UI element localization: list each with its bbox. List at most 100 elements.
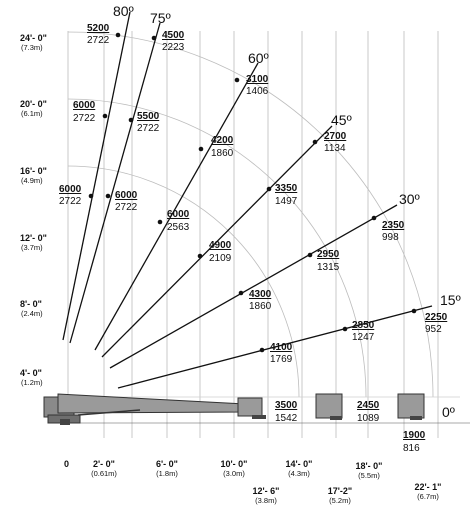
load-radius: 2722 xyxy=(73,113,96,124)
boom-tip-extension-2 xyxy=(397,393,425,419)
load-radius: 1542 xyxy=(275,413,298,424)
load-capacity: 2450 xyxy=(357,400,380,411)
load-point-dot xyxy=(312,139,318,145)
vertical-axis-m-label: (1.2m) xyxy=(21,378,43,387)
horizontal-axis-ft-label: 17'-2" xyxy=(328,486,352,496)
load-point-dot xyxy=(307,252,313,258)
vertical-axis-m-label: (4.9m) xyxy=(21,176,43,185)
load-point-dot xyxy=(342,326,348,332)
radius-arc xyxy=(67,31,434,398)
horizontal-axis-ft-label: 10'- 0" xyxy=(221,459,248,469)
boom-line-60 xyxy=(94,62,259,351)
load-radius: 2722 xyxy=(137,123,160,134)
horizontal-axis-zero-label: 0 xyxy=(64,459,69,469)
horizontal-axis-ft-label: 22'- 1" xyxy=(415,482,442,492)
lift-cylinder xyxy=(77,409,141,416)
boom-line-80 xyxy=(62,11,131,341)
boom-line-75 xyxy=(69,22,161,344)
load-capacity: 5200 xyxy=(87,23,110,34)
angle-label-80: 80º xyxy=(113,3,134,19)
load-point-dot xyxy=(105,193,111,199)
load-radius: 2223 xyxy=(162,42,185,53)
load-radius: 816 xyxy=(403,443,420,454)
horizontal-axis: 0 2'- 0" (0.61m) 6'- 0" (1.8m) 10'- 0" (… xyxy=(64,459,441,505)
crane-foot xyxy=(60,419,70,425)
load-capacity: 1900 xyxy=(403,430,426,441)
load-point-dot xyxy=(128,117,134,123)
load-point-dot xyxy=(151,35,157,41)
load-point-dot xyxy=(411,308,417,314)
vertical-axis-m-label: (7.3m) xyxy=(21,43,43,52)
load-point-dot xyxy=(259,347,265,353)
horizontal-axis-ft-label: 12'- 6" xyxy=(253,486,280,496)
load-point-dot xyxy=(102,113,108,119)
load-capacity: 4100 xyxy=(270,342,293,353)
load-capacity: 2350 xyxy=(382,220,405,231)
boom-angle-labels: 80º 75º 60º 45º 30º 15º 0º xyxy=(113,3,461,420)
load-point-dot xyxy=(115,32,121,38)
horizontal-axis-m-label: (1.8m) xyxy=(156,469,178,478)
crane-vehicle xyxy=(43,393,425,425)
load-radius: 2722 xyxy=(59,196,82,207)
load-capacity: 4300 xyxy=(249,289,272,300)
load-point-dot xyxy=(197,253,203,259)
load-capacity: 3500 xyxy=(275,400,298,411)
load-radius: 1134 xyxy=(324,143,346,154)
load-capacity: 3100 xyxy=(246,74,269,85)
load-capacity: 6000 xyxy=(167,209,190,220)
load-capacity: 6000 xyxy=(115,190,138,201)
boom-line-15 xyxy=(117,305,433,389)
load-radius: 1860 xyxy=(211,148,234,159)
load-radius: 1769 xyxy=(270,354,293,365)
load-capacity: 4200 xyxy=(211,135,234,146)
horizontal-axis-ft-label: 14'- 0" xyxy=(286,459,313,469)
load-capacity: 2250 xyxy=(425,312,448,323)
boom-line-45 xyxy=(101,125,333,358)
horizontal-axis-m-label: (5.2m) xyxy=(329,496,351,505)
load-radius: 1315 xyxy=(317,262,340,273)
horizontal-axis-m-label: (4.3m) xyxy=(288,469,310,478)
horizontal-axis-m-label: (5.5m) xyxy=(358,471,380,480)
load-point-dot xyxy=(371,215,377,221)
load-radius: 952 xyxy=(425,324,442,335)
boom-tip-foot xyxy=(410,416,422,420)
load-point-markers xyxy=(88,32,417,353)
vertical-axis-ft-label: 8'- 0" xyxy=(20,299,42,309)
horizontal-axis-ft-label: 2'- 0" xyxy=(93,459,115,469)
horizontal-axis-m-label: (3.8m) xyxy=(255,496,277,505)
load-radius: 1497 xyxy=(275,196,298,207)
boom-tip-extension-1 xyxy=(315,393,343,419)
boom-tip-foot xyxy=(330,416,342,420)
load-point-dot xyxy=(198,146,204,152)
load-point-dot xyxy=(266,186,272,192)
load-capacity: 3350 xyxy=(275,183,298,194)
vertical-axis-m-label: (2.4m) xyxy=(21,309,43,318)
load-point-dot xyxy=(88,193,94,199)
load-capacity: 2700 xyxy=(324,131,347,142)
load-radius: 1860 xyxy=(249,301,272,312)
vertical-axis-ft-label: 4'- 0" xyxy=(20,368,42,378)
horizontal-axis-m-label: (3.0m) xyxy=(223,469,245,478)
load-capacity: 6000 xyxy=(73,100,96,111)
load-point-dot xyxy=(234,77,240,83)
load-point-labels: 5200 2722 4500 2223 6000 2722 5500 2722 … xyxy=(59,23,448,454)
vertical-axis-ft-label: 16'- 0" xyxy=(20,166,47,176)
load-point-dot xyxy=(238,290,244,296)
chart-grid xyxy=(60,31,470,438)
load-capacity: 2850 xyxy=(352,320,375,331)
load-capacity: 4900 xyxy=(209,240,232,251)
boom-tip xyxy=(237,397,263,417)
horizontal-axis-m-label: (6.7m) xyxy=(417,492,439,501)
boom-line-30 xyxy=(109,204,398,369)
load-capacity: 6000 xyxy=(59,184,82,195)
load-radius: 1247 xyxy=(352,332,375,343)
vertical-axis-ft-label: 12'- 0" xyxy=(20,233,47,243)
vertical-axis-m-label: (6.1m) xyxy=(21,109,43,118)
vertical-axis-ft-label: 20'- 0" xyxy=(20,99,47,109)
boom-tip-foot xyxy=(252,415,266,419)
load-capacity: 2950 xyxy=(317,249,340,260)
angle-label-15: 15º xyxy=(440,292,461,308)
load-radius: 1089 xyxy=(357,413,380,424)
horizontal-axis-m-label: (0.61m) xyxy=(91,469,117,478)
